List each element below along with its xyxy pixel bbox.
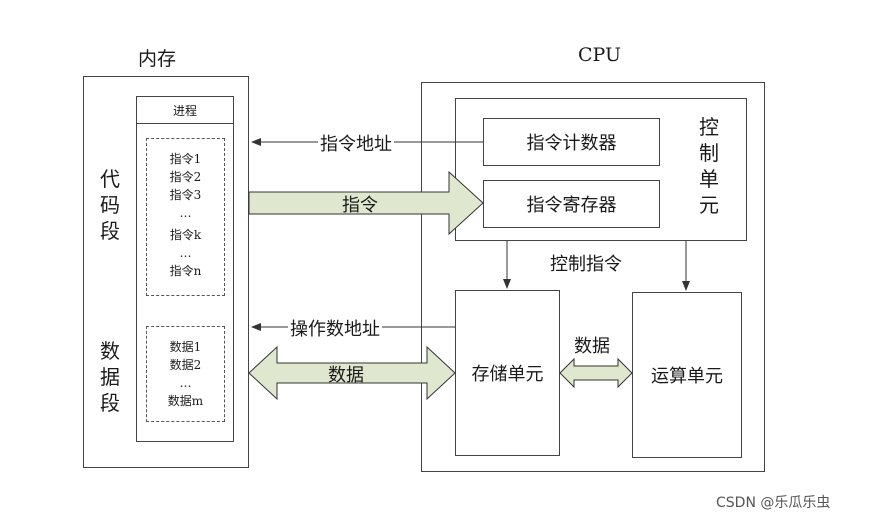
instruction-item: 指令2 (169, 170, 202, 184)
data-item: … (179, 376, 192, 390)
code-segment-text: 代码段 (100, 167, 120, 243)
control-unit-text: 控制单元 (699, 115, 719, 217)
control-unit-label: 控制单元 (697, 114, 721, 218)
instruction-list-box (146, 138, 225, 296)
data-segment-label: 数据段 (98, 338, 122, 416)
data-item: 数据m (167, 394, 204, 408)
data-segment-text: 数据段 (100, 339, 120, 415)
instruction-item: 指令k (169, 228, 202, 242)
alu-label: 运算单元 (651, 366, 723, 387)
data-item: 数据1 (169, 340, 202, 354)
data-item: 数据2 (169, 358, 202, 372)
instruction-item: 指令3 (169, 188, 202, 202)
process-box (136, 96, 234, 442)
data-bus-label: 数据 (328, 365, 364, 386)
code-segment-label: 代码段 (98, 166, 122, 244)
program-counter-box: 指令计数器 (483, 118, 660, 166)
instruction-list: 指令1 指令2 指令3 … 指令k … 指令n (146, 150, 225, 280)
instruction-item: … (179, 246, 192, 260)
instruction-address-label: 指令地址 (318, 130, 394, 156)
data-list: 数据1 数据2 … 数据m (146, 338, 225, 410)
process-header: 进程 (136, 96, 234, 124)
control-instruction-label: 控制指令 (550, 254, 622, 275)
instruction-item: 指令n (169, 264, 202, 278)
internal-data-label: 数据 (574, 336, 610, 357)
instruction-item: … (179, 206, 192, 220)
storage-unit-box: 存储单元 (455, 290, 560, 456)
internal-data-arrow (559, 357, 633, 389)
instruction-register-label: 指令寄存器 (526, 195, 617, 216)
operand-address-label: 操作数地址 (288, 315, 382, 341)
cpu-title: CPU (578, 44, 622, 66)
alu-box: 运算单元 (632, 292, 742, 458)
data-bus-arrow (248, 345, 456, 401)
instruction-block-arrow (248, 170, 484, 236)
process-label: 进程 (172, 103, 197, 118)
instruction-label: 指令 (342, 195, 378, 216)
instruction-item: 指令1 (169, 152, 202, 166)
program-counter-label: 指令计数器 (526, 133, 617, 154)
data-list-box (146, 326, 225, 422)
instruction-register-box: 指令寄存器 (483, 180, 660, 228)
memory-title: 内存 (138, 48, 177, 70)
storage-unit-label: 存储单元 (471, 364, 544, 385)
watermark: CSDN @乐瓜乐虫 (716, 495, 831, 511)
